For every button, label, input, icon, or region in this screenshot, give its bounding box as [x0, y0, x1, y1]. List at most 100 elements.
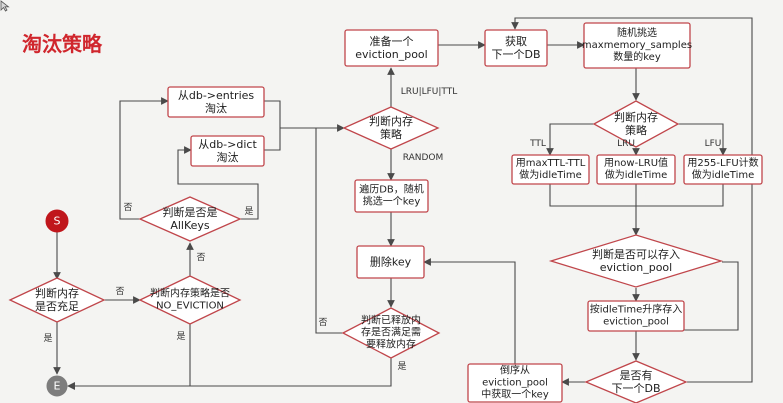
node-text: 用maxTTL-TTL: [516, 158, 586, 169]
mouse-cursor-icon: [0, 0, 10, 12]
decision-diamond: [342, 106, 440, 150]
node-box: [354, 179, 429, 213]
node-text: 按idleTime升序存入: [590, 303, 683, 316]
node-text: 删除key: [370, 255, 412, 269]
edge-label-allkeys-no: 否: [123, 202, 132, 213]
edge-label-memory-no: 否: [115, 286, 124, 297]
edge-label-no-eviction-no: 否: [196, 252, 205, 263]
decision-diamond: [584, 360, 688, 403]
node-text: 判断是否可以存入: [592, 247, 680, 261]
node-text: 挑选一个key: [363, 195, 421, 208]
node-text: 下一个DB: [491, 48, 540, 61]
node-text: 判断是否是: [163, 205, 218, 219]
node-box: [511, 154, 590, 185]
edge-freed-no: [315, 128, 343, 334]
node-text: 随机挑选: [617, 26, 657, 39]
edge-entries-merge: [264, 100, 281, 128]
edge-freed-yes: [67, 358, 392, 390]
node-text: maxmemory_samples: [582, 40, 692, 51]
edge-label-memory-yes: 是: [43, 333, 52, 344]
edge-allkeys-no: [119, 97, 169, 220]
edge-label-allkeys-yes: 是: [244, 206, 253, 217]
node-box: [587, 300, 685, 332]
node-start: S: [45, 209, 69, 233]
node-text: 倒序从: [500, 364, 530, 377]
node-end: E: [46, 375, 68, 397]
decision-diamond: [548, 234, 724, 288]
node-text: 中获取一个key: [481, 388, 549, 401]
edge-reverse-to-delete: [423, 258, 516, 364]
edge-label-no-eviction-yes: 是: [176, 331, 185, 342]
node-text: 从db->entries: [178, 89, 255, 102]
node-text: eviction_pool: [355, 48, 427, 61]
edge-no-eviction-yes: [67, 324, 191, 390]
terminal-circle: [45, 209, 69, 233]
node-text: 获取: [505, 35, 527, 48]
node-text: 策略: [625, 123, 647, 137]
nodes: SE判断内存是否充足判断内存策略是否NO_EVICTION判断是否是AllKey…: [8, 22, 763, 403]
node-text: 准备一个: [370, 34, 414, 48]
node-box: [596, 154, 676, 185]
edge-strategy2-ttl: [546, 123, 595, 156]
decision-diamond: [8, 277, 106, 323]
node-text: 淘汰: [205, 101, 227, 115]
edge-label-freed-no: 否: [318, 317, 327, 328]
node-box: [484, 29, 548, 67]
node-box: [467, 363, 563, 403]
node-text: E: [54, 380, 61, 393]
edge-canstore-bypass: [636, 261, 739, 331]
node-text: 淘汰: [217, 150, 239, 164]
node-text: eviction_pool: [603, 317, 669, 328]
node-delete-key: 删除key: [356, 245, 425, 279]
node-text: 判断内存: [614, 110, 658, 124]
edge-label-lru: LRU: [617, 139, 635, 149]
decision-diamond: [138, 196, 242, 242]
node-text: 用255-LFU计数: [687, 156, 758, 169]
node-box: [190, 135, 265, 167]
node-text: 存是否满足需: [361, 326, 421, 339]
edge-strategy2-lfu: [678, 123, 727, 156]
node-box: [356, 245, 425, 279]
decision-diamond: [138, 275, 242, 325]
decision-diamond: [341, 307, 441, 359]
edge-label-freed-yes: 是: [397, 361, 406, 372]
edge-label-random: RANDOM: [403, 153, 444, 163]
node-text: 要释放内存: [366, 338, 416, 351]
node-box: [167, 86, 265, 118]
node-text: 做为idleTime: [692, 168, 755, 181]
node-text: S: [54, 215, 61, 228]
decision-diamond: [592, 100, 680, 148]
node-text: 判断内存: [35, 286, 79, 300]
node-text: 是否有: [620, 368, 653, 382]
node-text: 做为idleTime: [519, 168, 582, 181]
node-box: [344, 29, 439, 67]
node-text: 判断内存策略是否: [150, 287, 230, 300]
edge-ttl-merge: [549, 184, 636, 207]
edge-hasnext-loop: [511, 17, 753, 383]
edge-label-lru-lfu-ttl: LRU|LFU|TTL: [401, 87, 458, 97]
edge-lfu-merge: [636, 184, 724, 207]
edges: [53, 17, 753, 390]
node-text: 判断内存: [369, 114, 413, 128]
node-text: AllKeys: [170, 219, 210, 232]
node-box: [683, 154, 763, 185]
page-title: 淘汰策略: [22, 32, 102, 56]
